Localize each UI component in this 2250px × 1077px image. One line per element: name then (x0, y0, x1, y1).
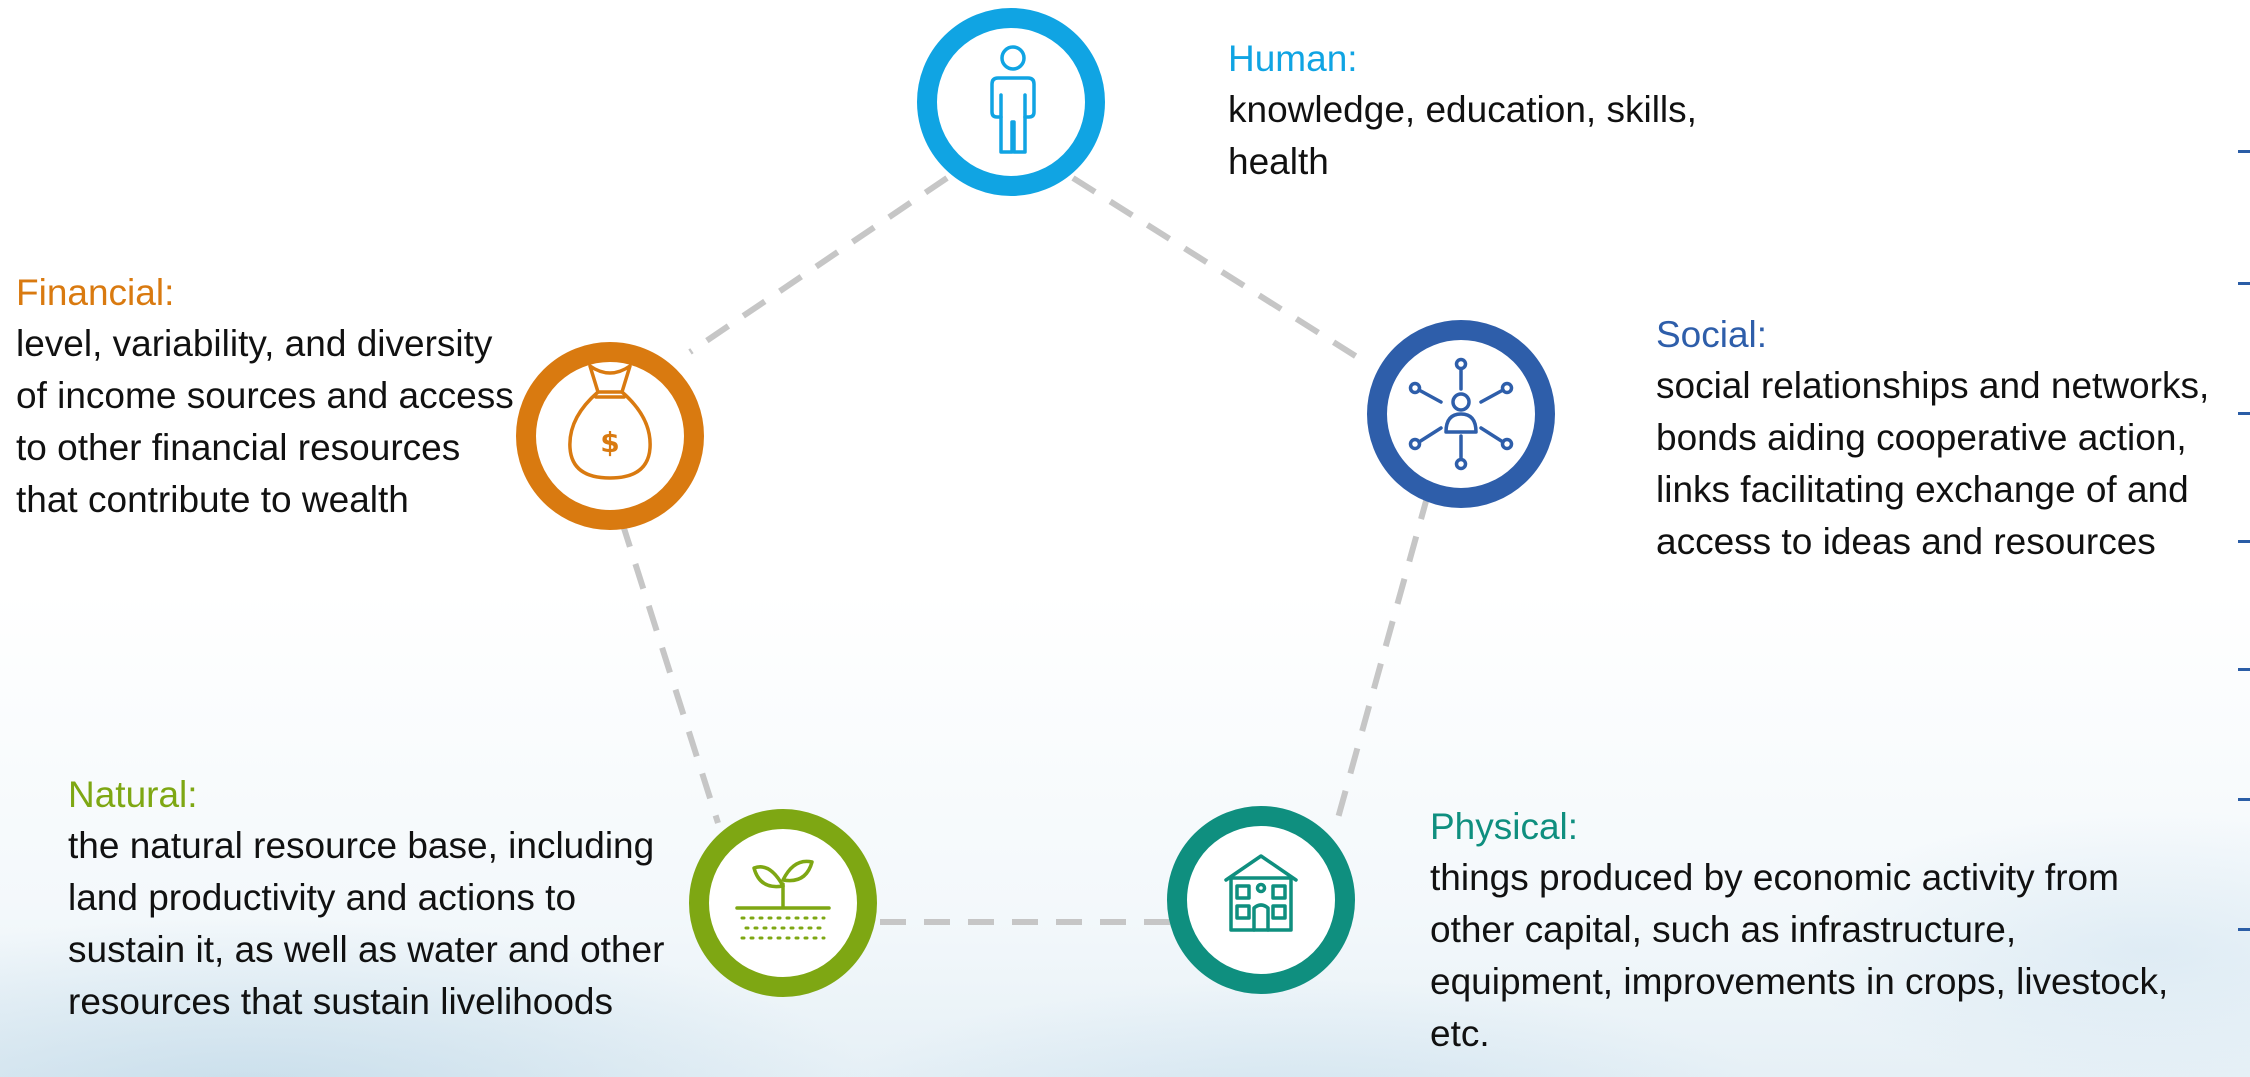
edge-mark (2238, 412, 2250, 415)
right-edge-decoration (2234, 0, 2250, 1077)
social-node (1367, 320, 1555, 508)
physical-capital-text: Physical: things produced by economic ac… (1430, 802, 2190, 1060)
edge-mark (2238, 928, 2250, 931)
network-icon (1408, 357, 1514, 471)
connector-financial-natural (619, 521, 721, 824)
social-title: Social: (1656, 314, 1768, 355)
financial-node: $ (516, 342, 704, 530)
edge-mark (2238, 540, 2250, 543)
svg-text:$: $ (600, 426, 619, 459)
natural-description: the natural resource base, including lan… (68, 825, 665, 1022)
physical-description: things produced by economic activity fro… (1430, 857, 2169, 1054)
connector-lines (619, 175, 1431, 925)
natural-capital-text: Natural: the natural resource base, incl… (68, 770, 668, 1028)
person-icon (990, 45, 1036, 154)
human-title: Human: (1228, 38, 1358, 79)
sprout-icon (735, 859, 831, 940)
money-bag-icon: $ (568, 364, 652, 480)
house-icon (1224, 854, 1298, 932)
social-capital-text: Social: social relationships and network… (1656, 310, 2246, 568)
human-description: knowledge, education, skills, health (1228, 89, 1697, 182)
edge-mark (2238, 282, 2250, 285)
financial-ring (516, 342, 704, 530)
connector-human-social (1071, 175, 1367, 365)
human-capital-text: Human: knowledge, education, skills, hea… (1228, 34, 1748, 188)
human-node (917, 8, 1105, 196)
financial-capital-text: Financial: level, variability, and diver… (16, 268, 516, 526)
financial-description: level, variability, and diversity of inc… (16, 323, 514, 520)
physical-title: Physical: (1430, 806, 1579, 847)
edge-mark (2238, 150, 2250, 153)
financial-title: Financial: (16, 272, 175, 313)
human-ring (917, 8, 1105, 196)
social-description: social relationships and networks, bonds… (1656, 365, 2210, 562)
connector-social-physical (1335, 493, 1431, 819)
natural-node (689, 809, 877, 997)
edge-mark (2238, 668, 2250, 671)
natural-title: Natural: (68, 774, 198, 815)
physical-node (1167, 806, 1355, 994)
edge-mark (2238, 798, 2250, 801)
physical-ring (1167, 806, 1355, 994)
connector-human-financial (688, 175, 949, 355)
